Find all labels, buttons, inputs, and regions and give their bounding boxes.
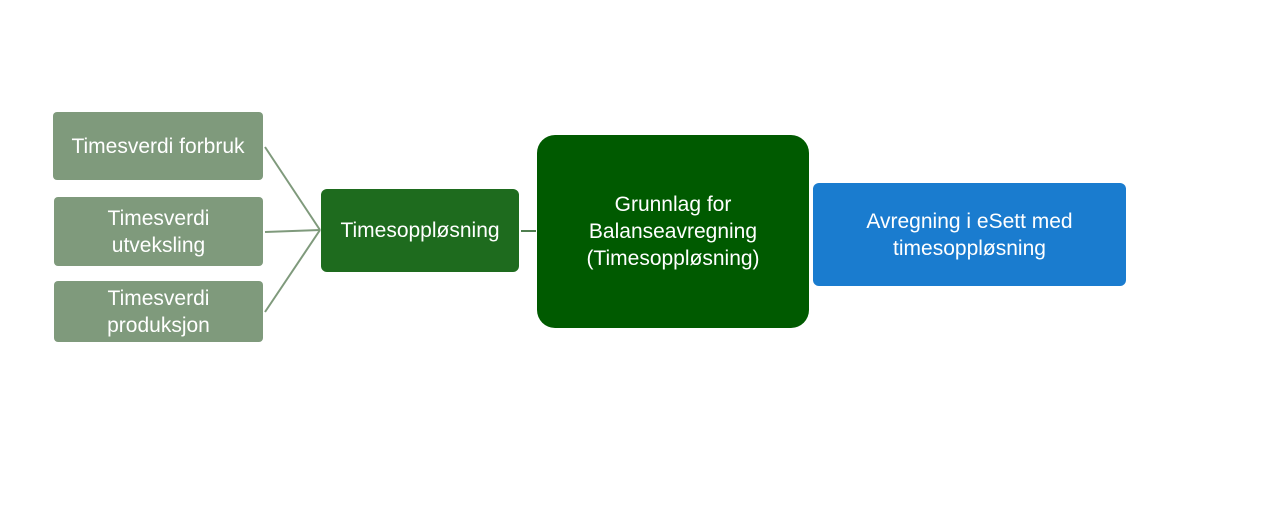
node-label: Avregning i eSett med timesoppløsning	[866, 209, 1073, 260]
node-label: Timesoppløsning	[340, 219, 500, 242]
node-timesverdi-forbruk: Timesverdi forbruk	[53, 112, 263, 180]
connector-utveksling-to-timesopplosning	[264, 229, 321, 233]
node-label: Timesverdi produksjon	[107, 286, 210, 337]
node-avregning-esett: Avregning i eSett med timesoppløsning	[813, 183, 1126, 286]
node-grunnlag-balanseavregning: Grunnlag for Balanseavregning (Timesoppl…	[537, 135, 809, 328]
node-label: Grunnlag for Balanseavregning (Timesoppl…	[586, 193, 760, 270]
node-timesopplosning: Timesoppløsning	[321, 189, 519, 272]
node-label: Timesverdi forbruk	[71, 134, 245, 158]
node-timesverdi-utveksling: Timesverdi utveksling	[54, 197, 263, 266]
node-timesverdi-produksjon: Timesverdi produksjon	[54, 281, 263, 342]
node-label: Timesverdi utveksling	[107, 206, 210, 257]
connector-forbruk-to-timesopplosning	[264, 146, 321, 231]
connector-produksjon-to-timesopplosning	[264, 229, 321, 313]
